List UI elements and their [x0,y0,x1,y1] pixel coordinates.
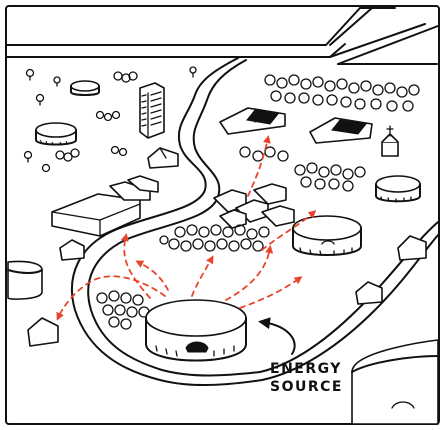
energy-flow-arrows [56,135,317,321]
church [381,125,399,157]
house-1 [147,147,179,169]
flow-arrow-to-trees [191,255,214,297]
flow-arrow-to-tank-right [239,276,303,309]
road-network-top [6,7,439,65]
flow-arrow-to-solar-house [247,135,271,197]
storage-tank-right [375,175,421,203]
solar-rooftop-block [213,183,295,229]
tree-cluster-top-right [239,74,420,192]
storage-tank-small-1 [70,80,100,96]
energy-source-pointer-arrow [258,317,296,355]
flow-arrow-to-trees-right [261,209,317,251]
tree-cluster-left [96,290,150,330]
solar-panel-house-2 [309,117,373,144]
storage-tank-large-bottom [351,339,439,425]
tower-block [139,82,165,139]
flow-arrow-to-house-3 [56,275,166,321]
energy-source-label-line1: ENERGY [270,361,342,377]
flow-arrow-left-short [135,260,169,291]
storage-tank-far-left [7,260,43,300]
flow-arrow-to-solar-block [225,245,274,301]
house-4 [397,235,427,261]
house-3 [27,317,59,347]
tree-scatter-top [23,66,197,173]
tree-cluster-center [159,224,270,252]
energy-source-label: ENERGY SOURCE [270,360,360,396]
warehouse [51,175,159,237]
panel-border [5,5,440,425]
storage-tank-center-right [292,215,362,256]
energy-source-label-line2: SOURCE [270,379,343,395]
house-5 [355,281,383,305]
flow-arrow-to-warehouse [120,233,151,299]
solar-panel-house-1 [219,107,286,135]
house-2 [59,239,85,261]
storage-tank-left [35,122,77,146]
energy-source-tank [145,299,247,362]
